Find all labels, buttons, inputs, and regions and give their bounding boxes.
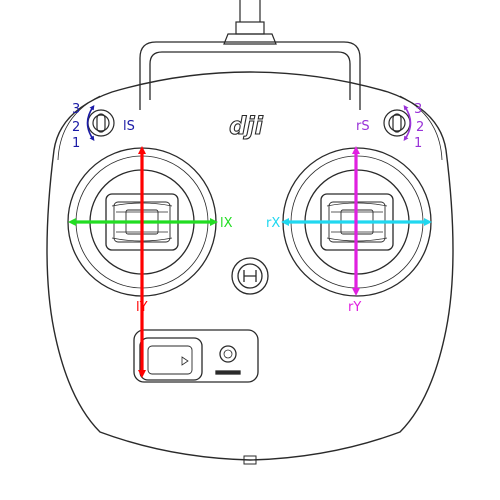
bottom-panel bbox=[134, 330, 258, 382]
antenna bbox=[224, 0, 276, 44]
center-button[interactable] bbox=[232, 258, 268, 294]
right-switch-pos-1: 1 bbox=[414, 136, 422, 151]
left-switch[interactable] bbox=[88, 110, 114, 136]
right-switch-pos-3: 3 bbox=[414, 102, 422, 117]
right-stick-y-label: rY bbox=[348, 300, 361, 315]
left-switch-pos-2: 2 bbox=[72, 120, 80, 135]
left-stick-x-label: lX bbox=[220, 216, 233, 231]
dji-logo: dji bbox=[229, 112, 263, 140]
right-stick-x-label: rX bbox=[266, 216, 280, 231]
right-switch-pos-2: 2 bbox=[416, 120, 424, 135]
right-switch[interactable] bbox=[384, 110, 410, 136]
left-stick-y-label: lY bbox=[136, 300, 148, 315]
carry-handle bbox=[140, 42, 360, 110]
left-switch-pos-3: 3 bbox=[72, 102, 80, 117]
left-switch-label: lS bbox=[123, 119, 135, 134]
left-switch-pos-1: 1 bbox=[72, 136, 80, 151]
right-switch-label: rS bbox=[356, 119, 370, 134]
